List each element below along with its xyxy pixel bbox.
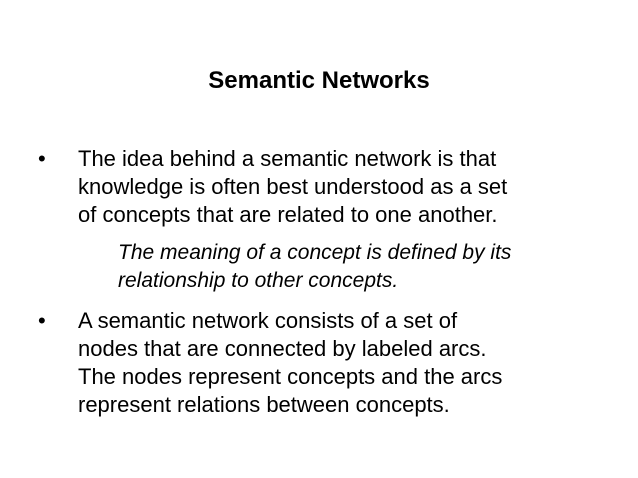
bullet-marker: • — [38, 308, 46, 333]
italic-subnote: The meaning of a concept is defined by i… — [118, 241, 512, 292]
bullet-text: The idea behind a semantic network is th… — [78, 146, 508, 227]
bullet-marker: • — [38, 146, 46, 171]
bullet-text: A semantic network consists of a set of … — [78, 308, 503, 417]
slide-title: Semantic Networks — [208, 67, 430, 94]
